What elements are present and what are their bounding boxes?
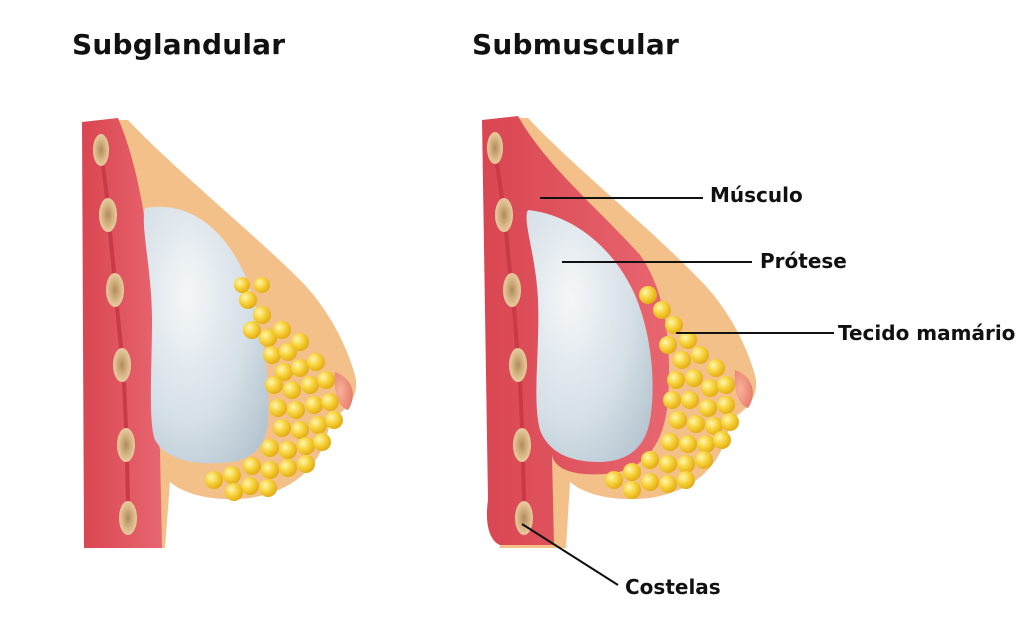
breast-tissue-fat [205, 277, 343, 501]
label-muscle: Músculo [710, 183, 803, 207]
right-title: Submuscular [472, 28, 679, 61]
implant [526, 210, 653, 462]
ribs [487, 132, 533, 535]
subglandular-diagram [82, 118, 357, 548]
breast-tissue-fat [605, 286, 739, 499]
leader-lines [521, 197, 834, 586]
areola [734, 370, 753, 408]
label-breast-tissue: Tecido mamário [838, 321, 1016, 345]
submuscular-diagram [482, 116, 834, 586]
left-title: Subglandular [72, 28, 286, 61]
label-ribs: Costelas [625, 575, 721, 599]
implant [143, 206, 269, 464]
ribs [93, 134, 137, 535]
areola [334, 372, 353, 410]
label-implant: Prótese [760, 249, 847, 273]
